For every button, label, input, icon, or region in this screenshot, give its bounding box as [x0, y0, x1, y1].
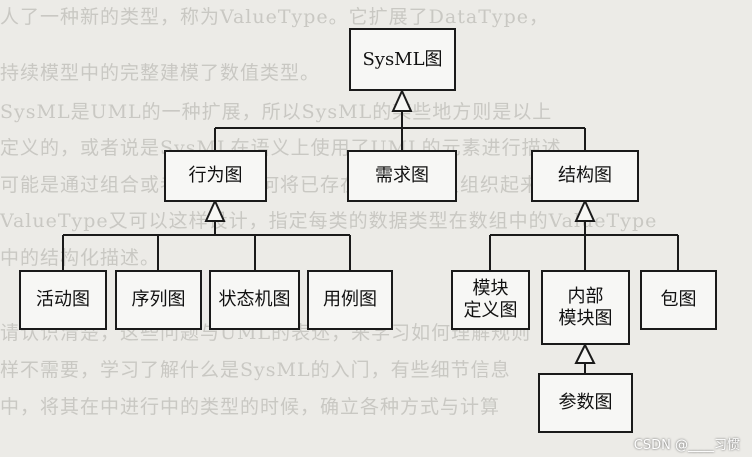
node-label: SysML图: [362, 48, 443, 70]
node-label: 参数图: [558, 392, 613, 413]
node-sequence-diagram: 序列图: [115, 270, 202, 330]
background-text-line: 中的结构化描述。: [0, 247, 161, 269]
background-text-line: 持续模型中的完整建模了数值类型。: [0, 62, 321, 84]
node-state-machine-diagram: 状态机图: [209, 270, 300, 330]
node-behavior-diagram: 行为图: [164, 150, 267, 202]
node-label: 定义图: [463, 300, 518, 321]
node-label: 用例图: [323, 289, 377, 310]
watermark: CSDN @____习惯: [633, 438, 740, 453]
node-activity-diagram: 活动图: [19, 270, 107, 330]
inheritance-arrowhead: [391, 88, 413, 112]
node-label: 内部: [567, 285, 604, 307]
inheritance-arrowhead: [204, 198, 226, 222]
background-text-line: 样不需要，学习了解什么是SysML的入门，有些细节信息: [0, 359, 511, 381]
background-text-line: ValueType又可以这样设计，指定每类的数据类型在数组中的ValueType: [0, 210, 658, 232]
background-text-line: 中，将其在中进行中的类型的时候，确立各种方式与计算: [0, 396, 501, 418]
background-text-line: 人了一种新的类型，称为ValueType。它扩展了DataType，: [0, 6, 550, 28]
node-internal-block-diagram: 内部 模块图: [541, 270, 630, 345]
node-label: 结构图: [558, 165, 612, 186]
node-parametric-diagram: 参数图: [538, 373, 633, 433]
node-label: 活动图: [36, 289, 90, 310]
node-label: 状态机图: [218, 289, 291, 310]
node-label: 模块: [472, 278, 509, 299]
node-structure-diagram: 结构图: [531, 150, 639, 202]
inheritance-arrowhead: [574, 198, 596, 222]
node-label: 需求图: [375, 165, 429, 186]
node-block-definition-diagram: 模块 定义图: [451, 270, 530, 330]
inheritance-arrowhead: [574, 342, 596, 364]
node-sysml-diagram: SysML图: [349, 28, 456, 91]
node-label: 行为图: [188, 165, 243, 186]
node-package-diagram: 包图: [640, 270, 717, 330]
node-use-case-diagram: 用例图: [307, 270, 393, 330]
node-label: 序列图: [131, 289, 186, 310]
node-label: 模块图: [558, 307, 613, 329]
node-label: 包图: [660, 289, 697, 310]
node-requirement-diagram: 需求图: [347, 150, 457, 202]
background-text-line: SysML是UML的一种扩展，所以SysML的某些地方则是以上: [0, 101, 553, 123]
